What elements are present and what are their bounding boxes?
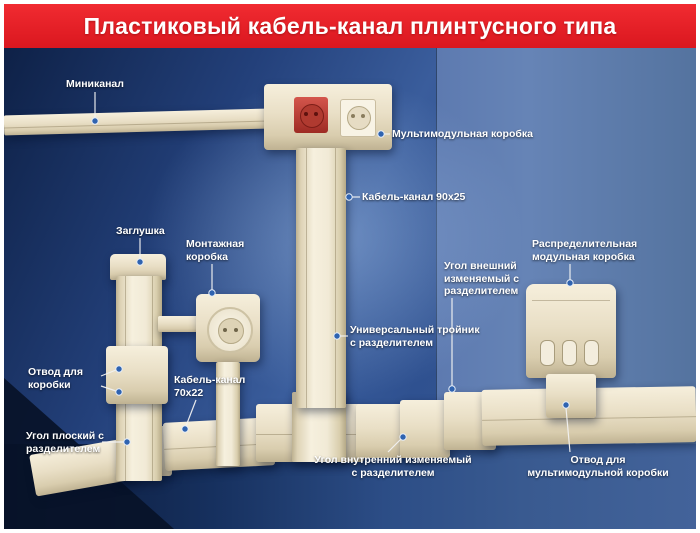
blank-module	[540, 340, 555, 366]
box-branch-piece	[106, 346, 168, 404]
blank-module	[562, 340, 577, 366]
socket-pin	[351, 114, 355, 118]
label-flat-corner: Угол плоский с разделителем	[26, 430, 105, 455]
label-inner-corner: Угол внутренний изменяемый с разделителе…	[314, 454, 472, 479]
label-box-branch: Отвод для коробки	[28, 366, 83, 391]
label-multimodule-box: Мультимодульная коробка	[392, 128, 533, 140]
diagram-scene: Миниканал Мультимодульная коробка Кабель…	[4, 48, 696, 529]
label-minichannel: Миниканал	[66, 78, 124, 90]
multimodule-box	[264, 84, 392, 150]
socket-recess	[300, 104, 324, 128]
label-universal-tee: Универсальный тройник с разделителем	[350, 324, 480, 349]
inner-corner-piece	[400, 400, 450, 458]
label-outer-corner: Угол внешний изменяемый с разделителем	[444, 260, 520, 298]
socket-pin	[234, 328, 238, 332]
multimodule-branch-piece	[546, 374, 596, 418]
box-connector-channel	[158, 316, 200, 332]
socket-pin	[223, 328, 227, 332]
seam-line	[4, 120, 269, 129]
socket-pin	[314, 112, 318, 116]
mounting-box	[196, 294, 260, 362]
socket-pin	[361, 114, 365, 118]
seam-line	[306, 148, 307, 408]
label-multimodule-branch: Отвод для мультимодульной коробки	[527, 454, 669, 479]
socket-recess	[218, 318, 244, 344]
white-socket-module	[340, 99, 376, 137]
socket-face	[207, 307, 253, 353]
distribution-box	[526, 284, 616, 378]
label-distribution-box: Распределительная модульная коробка	[532, 238, 638, 263]
under-box-channel	[216, 362, 240, 466]
seam-line	[335, 148, 336, 408]
socket-pin	[304, 112, 308, 116]
label-cable-channel-90: Кабель-канал 90х25	[362, 191, 466, 203]
socket-recess	[347, 106, 371, 130]
label-cable-channel-70: Кабель-канал 70х22	[174, 374, 246, 399]
cable-channel-90x25	[296, 148, 346, 408]
seam-line	[532, 300, 610, 301]
label-mounting-box: Монтажная коробка	[186, 238, 245, 263]
title-banner: Пластиковый кабель-канал плинтусного тип…	[4, 4, 696, 48]
page-title: Пластиковый кабель-канал плинтусного тип…	[83, 12, 617, 39]
blank-module	[584, 340, 599, 366]
red-socket-module	[294, 97, 328, 133]
label-end-cap: Заглушка	[116, 225, 165, 237]
